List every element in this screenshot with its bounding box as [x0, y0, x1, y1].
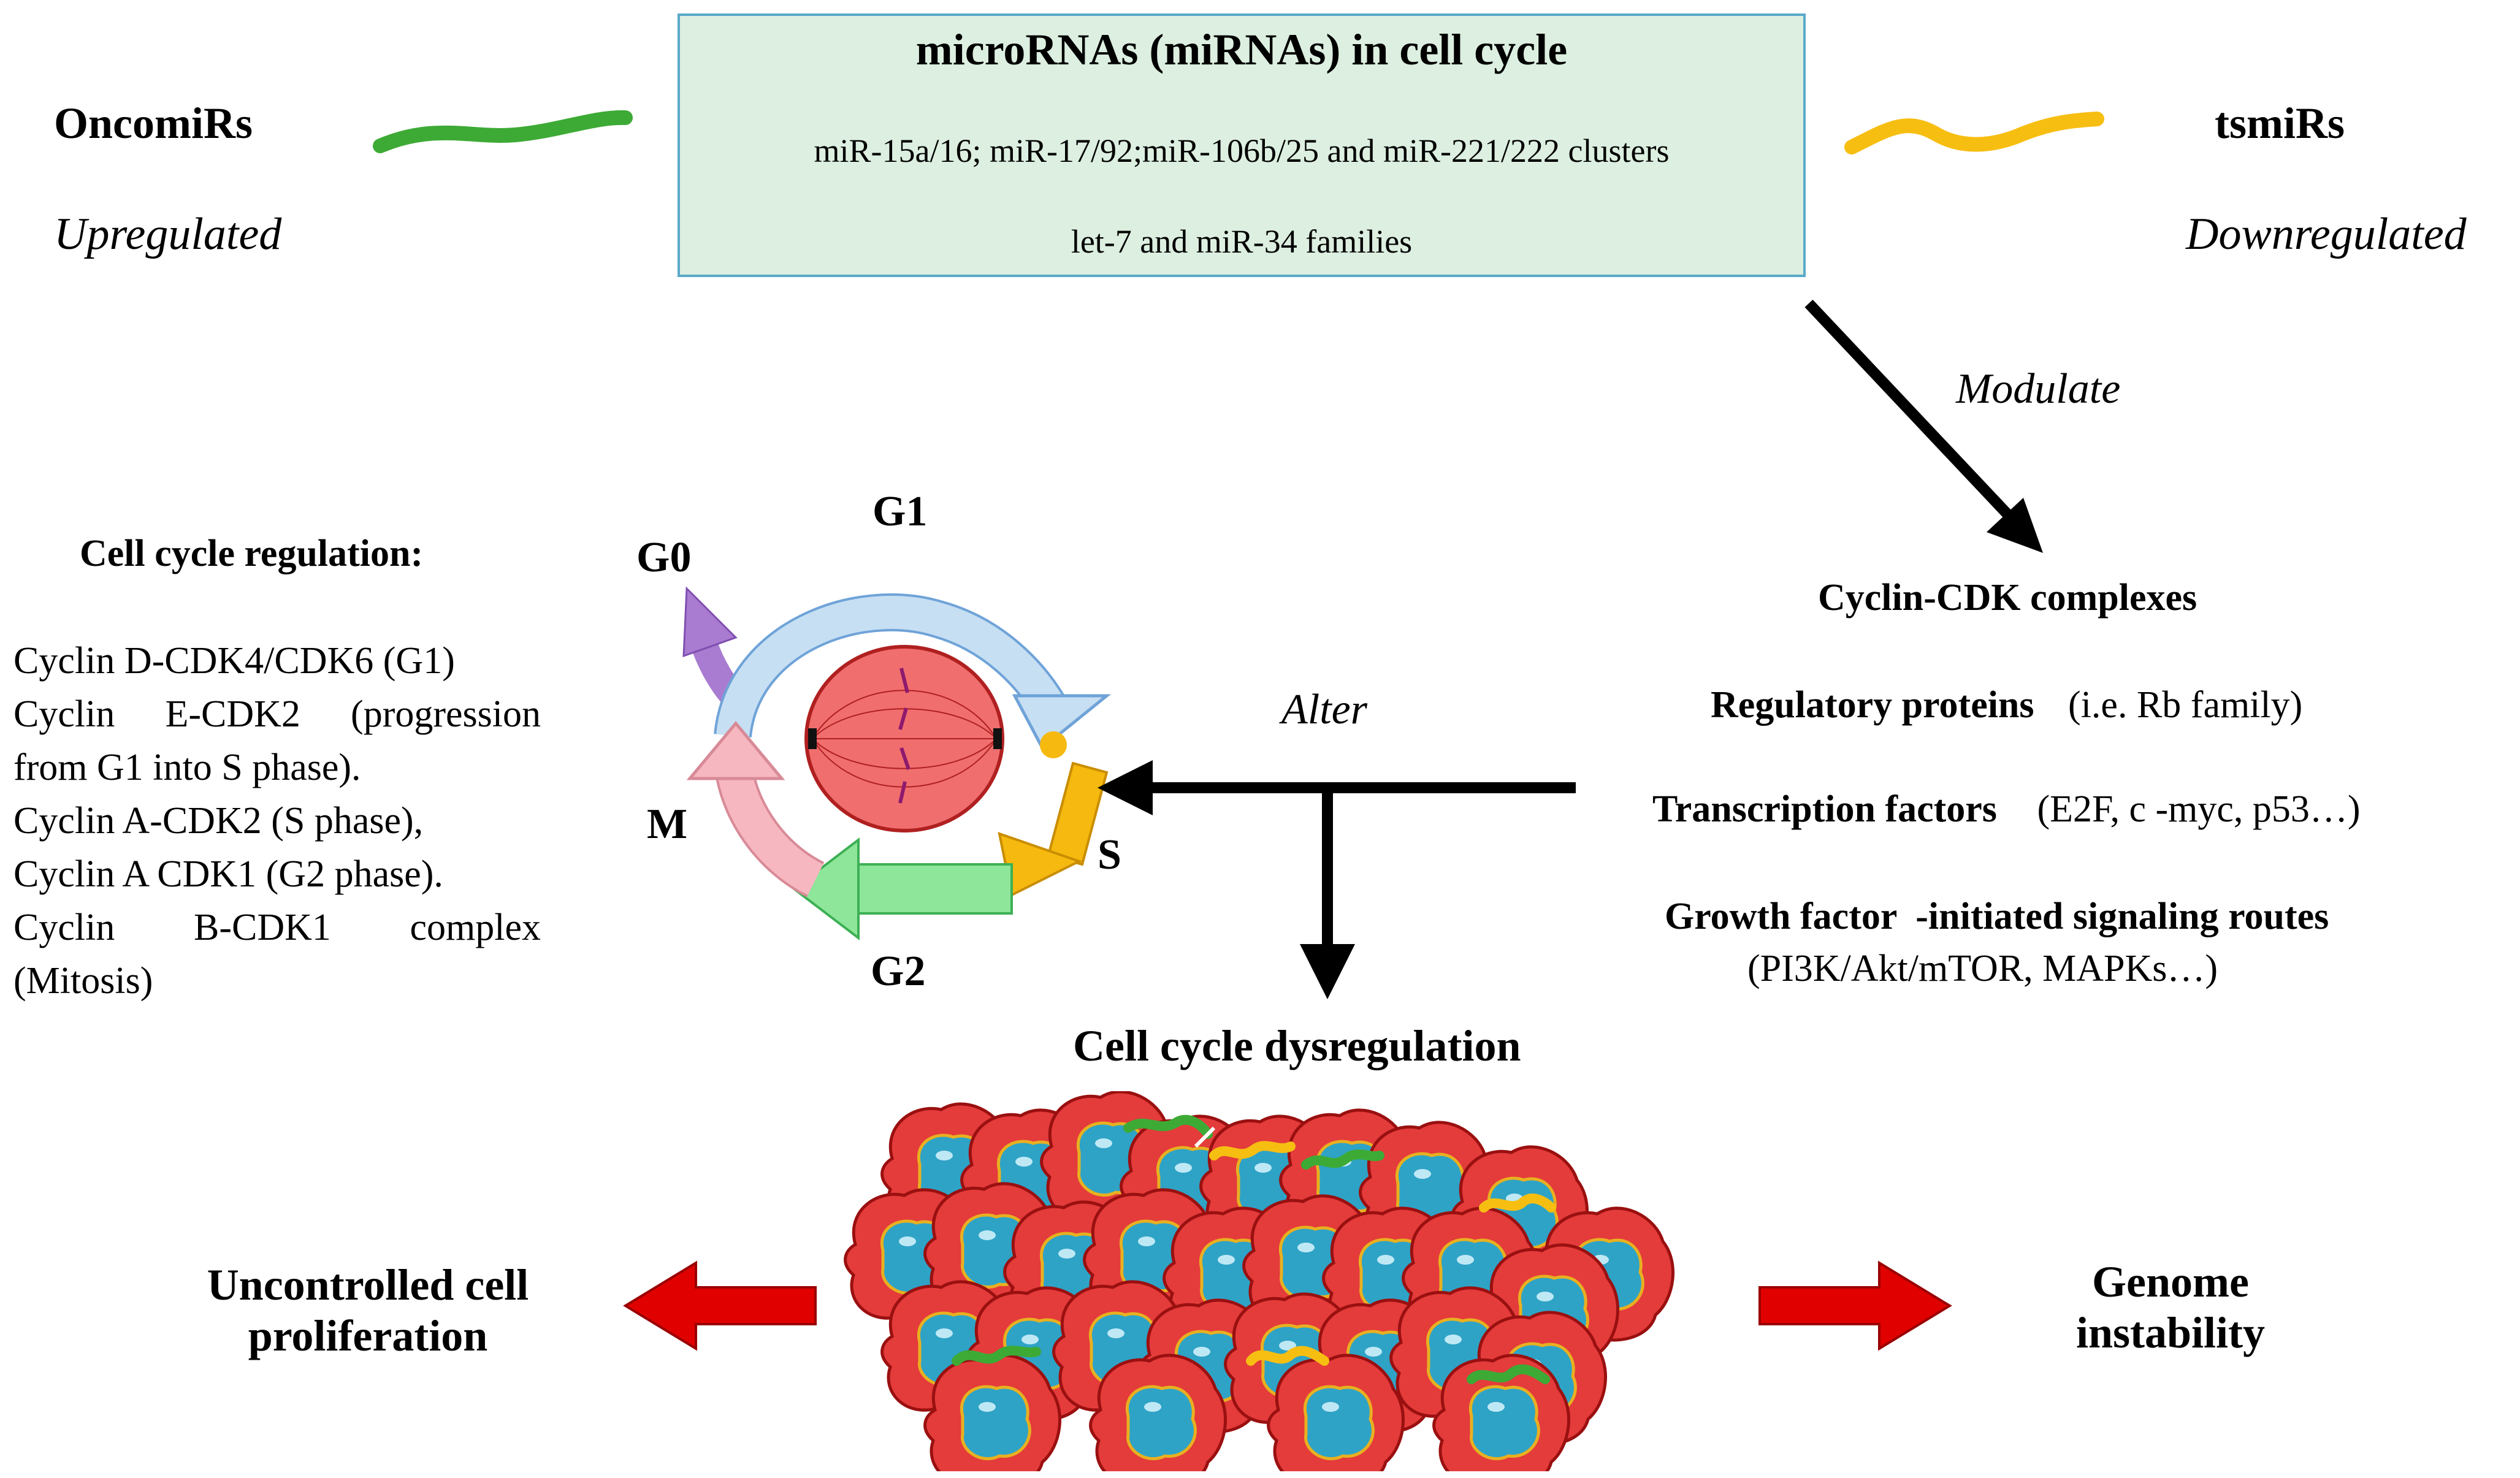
growth-factor-label: Growth factor -initiated signaling route…	[1665, 896, 2329, 937]
mirna-clusters-text: miR-15a/16; miR-17/92;miR-106b/25 and mi…	[814, 132, 1670, 169]
regulation-item: from G1 into S phase).	[13, 747, 361, 788]
alter-arrowhead-down	[1300, 944, 1355, 999]
right-outcome-line: instability	[2075, 1308, 2266, 1357]
tumor-cell-cluster	[840, 1091, 1729, 1471]
dysregulation-label: Cell cycle dysregulation	[1073, 1021, 1521, 1070]
genome-instability-label: Genome instability	[2011, 1257, 2330, 1358]
g1-arc	[716, 596, 1063, 738]
transcription-factors-row: Transcription factors (E2F, c -myc, p53……	[1652, 788, 2361, 831]
tsmirs-status: Downregulated	[2186, 209, 2467, 259]
phase-g1-label: G1	[872, 488, 928, 535]
left-outcome-line: Uncontrolled cell	[207, 1260, 529, 1309]
oncomir-squiggle	[373, 110, 633, 153]
modulate-label: Modulate	[1956, 365, 2121, 413]
phase-g0-label: G0	[636, 534, 692, 581]
regulation-item: Cyclin D-CDK4/CDK6 (G1)	[13, 640, 455, 682]
regulatory-proteins-label: Regulatory proteins	[1711, 684, 2034, 726]
right-outcome-arrow	[1758, 1260, 1952, 1351]
uncontrolled-proliferation-label: Uncontrolled cell proliferation	[147, 1260, 589, 1362]
cell-cycle-regulation-list: Cyclin D-CDK4/CDK6 (G1) Cyclin E-CDK2 (p…	[13, 634, 541, 1008]
g1-arrowhead	[1012, 694, 1112, 750]
alter-label: Alter	[1281, 686, 1367, 733]
alter-arrows	[1098, 760, 1576, 999]
s-dot	[1040, 731, 1067, 758]
g2-arrowhead	[792, 837, 860, 941]
cell-cycle-wheel	[682, 586, 1112, 941]
m-arc	[717, 769, 824, 896]
regulatory-proteins-detail: (i.e. Rb family)	[2068, 684, 2303, 726]
cell-cycle-regulation-title: Cell cycle regulation:	[80, 533, 424, 574]
transcription-factors-detail: (E2F, c -myc, p53…)	[2037, 788, 2361, 830]
regulation-item: Cyclin A-CDK2 (S phase),	[13, 800, 424, 842]
m-arrowhead	[686, 721, 785, 780]
oncomirs-label: OncomiRs	[54, 99, 253, 148]
left-outcome-arrow	[623, 1260, 817, 1351]
tsmirs-label: tsmiRs	[2215, 99, 2345, 148]
transcription-factors-label: Transcription factors	[1652, 788, 1997, 830]
modulate-arrow	[1804, 299, 2043, 553]
regulation-item: Cyclin E-CDK2 (progression	[13, 693, 541, 735]
tsmir-squiggle	[1844, 112, 2104, 154]
mirna-box	[678, 13, 1806, 277]
regulation-item: Cyclin A CDK1 (G2 phase).	[13, 853, 443, 895]
phase-m-label: M	[647, 801, 688, 848]
s-arc	[1047, 761, 1109, 866]
mirna-families-text: let-7 and miR-34 families	[1071, 223, 1413, 260]
g0-arrowhead	[682, 586, 738, 658]
regulatory-proteins-row: Regulatory proteins (i.e. Rb family)	[1711, 684, 2302, 727]
phase-g2-label: G2	[871, 948, 926, 995]
regulation-item: Cyclin B-CDK1 complex	[13, 907, 541, 948]
left-outcome-line: proliferation	[248, 1311, 488, 1360]
regulation-item: (Mitosis)	[13, 960, 153, 1002]
oncomirs-status: Upregulated	[54, 209, 282, 259]
alter-arrowhead-left	[1098, 760, 1153, 815]
g2-arc	[839, 863, 1013, 915]
phase-s-label: S	[1098, 831, 1121, 878]
growth-factor-detail: (PI3K/Akt/mTOR, MAPKs…)	[1747, 948, 2218, 989]
cyclin-cdk-title: Cyclin-CDK complexes	[1818, 577, 2197, 619]
right-outcome-line: Genome	[2092, 1257, 2249, 1306]
mirna-box-title: microRNAs (miRNAs) in cell cycle	[915, 25, 1568, 74]
